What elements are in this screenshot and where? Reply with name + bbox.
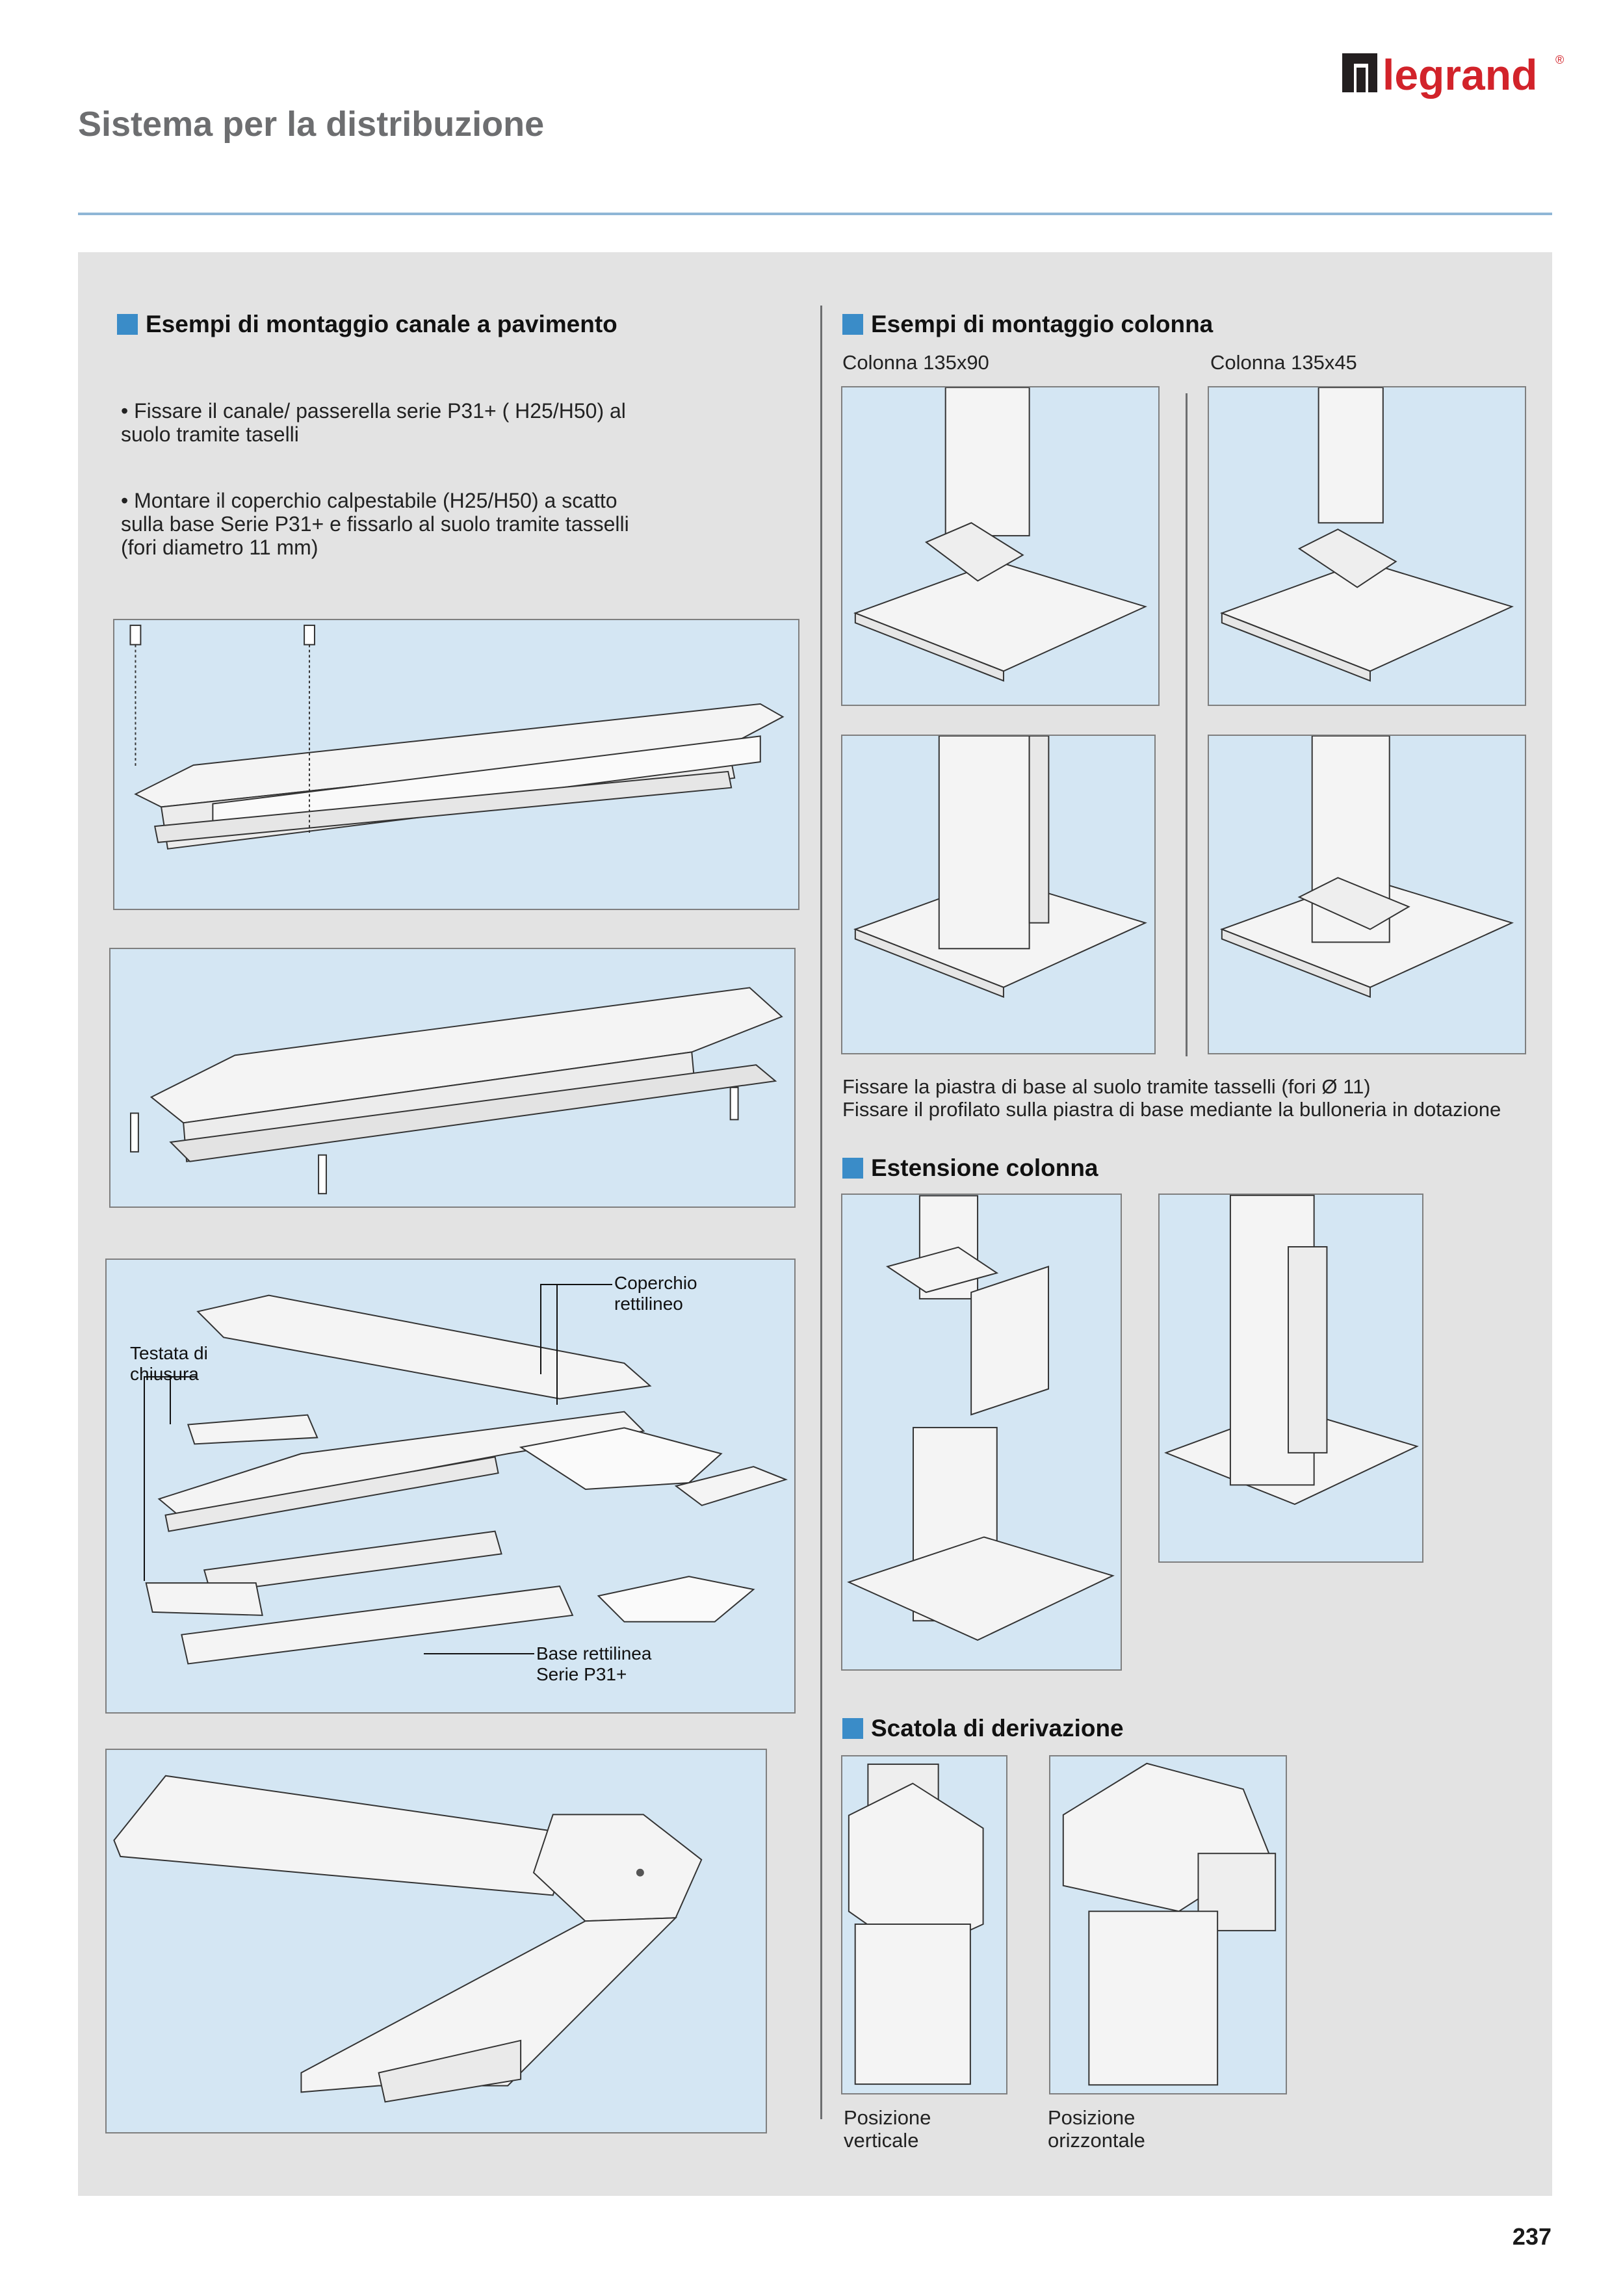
figure-channel-fixing <box>113 619 799 910</box>
square-bullet-icon <box>842 1718 863 1739</box>
instruction-1: • Fissare il canale/ passerella serie P3… <box>121 399 626 446</box>
instruction-2: • Montare il coperchio calpestabile (H25… <box>121 489 629 559</box>
square-bullet-icon <box>117 314 138 335</box>
header-rule <box>78 213 1552 215</box>
label-colonna-135x45: Colonna 135x45 <box>1210 351 1357 374</box>
logo-mark-icon <box>1342 53 1377 92</box>
callout-coperchio: Coperchio rettilineo <box>614 1273 697 1314</box>
figure-estensione-exploded <box>841 1194 1122 1671</box>
square-bullet-icon <box>842 314 863 335</box>
figure-exploded-junction <box>105 1259 796 1714</box>
figure-assembled-junction <box>105 1749 767 2133</box>
figure-colonna-45-assembled <box>1208 735 1526 1054</box>
page-number: 237 <box>1512 2223 1552 2250</box>
figure-colonna-90-exploded <box>841 386 1160 706</box>
section-heading-canale: Esempi di montaggio canale a pavimento <box>117 311 617 338</box>
square-bullet-icon <box>842 1158 863 1179</box>
svg-text:legrand: legrand <box>1383 51 1537 99</box>
label-posizione-orizzontale: Posizione orizzontale <box>1048 2106 1145 2152</box>
legrand-logo: legrand ® <box>1342 39 1570 104</box>
figure-scatola-verticale <box>841 1755 1007 2094</box>
label-colonna-135x90: Colonna 135x90 <box>842 351 989 374</box>
figure-colonna-90-assembled <box>841 735 1156 1054</box>
figure-scatola-orizzontale <box>1049 1755 1287 2094</box>
label-posizione-verticale: Posizione verticale <box>844 2106 931 2152</box>
colonna-note: Fissare la piastra di base al suolo tram… <box>842 1075 1501 1121</box>
column-divider-small <box>1186 393 1188 1056</box>
figure-estensione-assembled <box>1158 1194 1423 1563</box>
callout-base: Base rettilinea Serie P31+ <box>536 1643 652 1684</box>
section-heading-colonna: Esempi di montaggio colonna <box>842 311 1213 338</box>
figure-colonna-45-exploded <box>1208 386 1526 706</box>
callout-leader-lines <box>144 1284 612 1654</box>
section-heading-scatola: Scatola di derivazione <box>842 1715 1124 1742</box>
svg-text:®: ® <box>1555 53 1564 66</box>
column-divider <box>820 306 822 2119</box>
section-heading-estensione: Estensione colonna <box>842 1155 1098 1182</box>
callout-testata: Testata di chiusura <box>130 1343 208 1384</box>
page-title: Sistema per la distribuzione <box>78 105 545 144</box>
figure-channel-cover <box>109 948 796 1208</box>
